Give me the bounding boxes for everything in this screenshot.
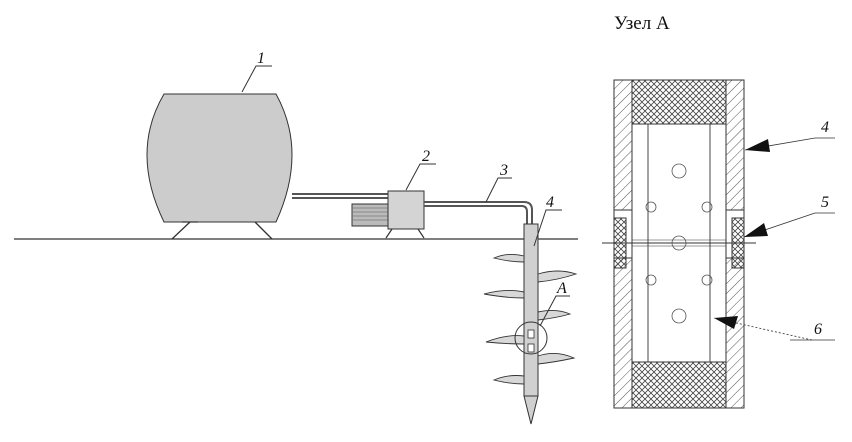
screw-injector	[483, 223, 578, 425]
detail-label-5: 5	[821, 194, 829, 211]
label-4: 4	[546, 194, 554, 211]
tank	[146, 93, 293, 240]
label-a: А	[556, 280, 567, 297]
detail-title: Узел А	[614, 13, 670, 34]
detail-label-4: 4	[821, 119, 829, 136]
label-2: 2	[422, 148, 430, 165]
detail-leaders	[713, 137, 835, 341]
leader-lines	[241, 65, 570, 327]
supply-pipe	[292, 193, 390, 199]
pressure-pipe	[424, 201, 533, 224]
label-1: 1	[257, 50, 265, 67]
label-3: 3	[499, 162, 508, 179]
detail-label-6: 6	[814, 321, 822, 338]
node-a-detail	[602, 79, 756, 409]
node-a-circle	[514, 321, 548, 355]
pump	[351, 190, 425, 239]
